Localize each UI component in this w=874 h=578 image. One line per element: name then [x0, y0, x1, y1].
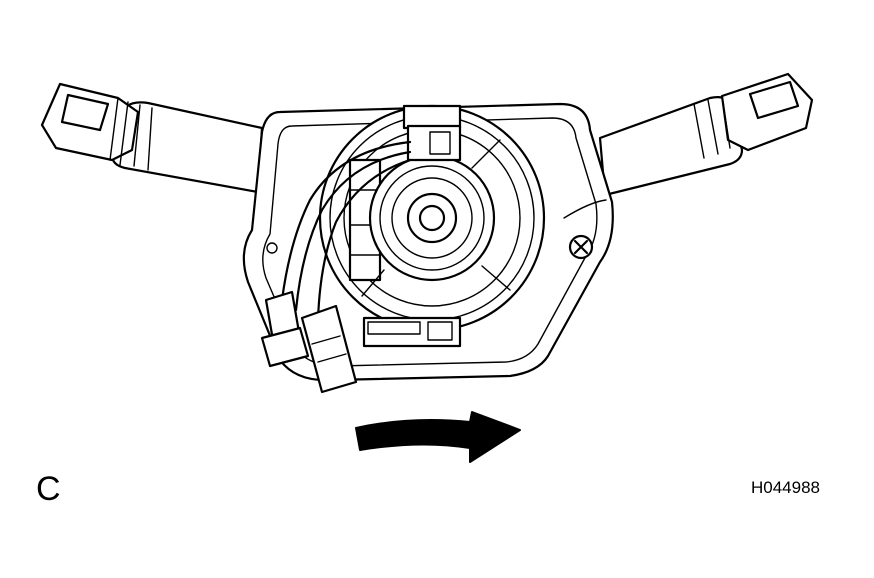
curved-arrow-right-icon — [355, 411, 521, 463]
wire-harness — [260, 140, 412, 394]
right-lever — [598, 72, 814, 197]
view-label: C — [36, 470, 61, 508]
figure-code: H044988 — [751, 478, 821, 497]
left-lever — [40, 82, 264, 194]
screw-head-icon — [568, 234, 594, 260]
spiral-cable — [318, 104, 546, 348]
